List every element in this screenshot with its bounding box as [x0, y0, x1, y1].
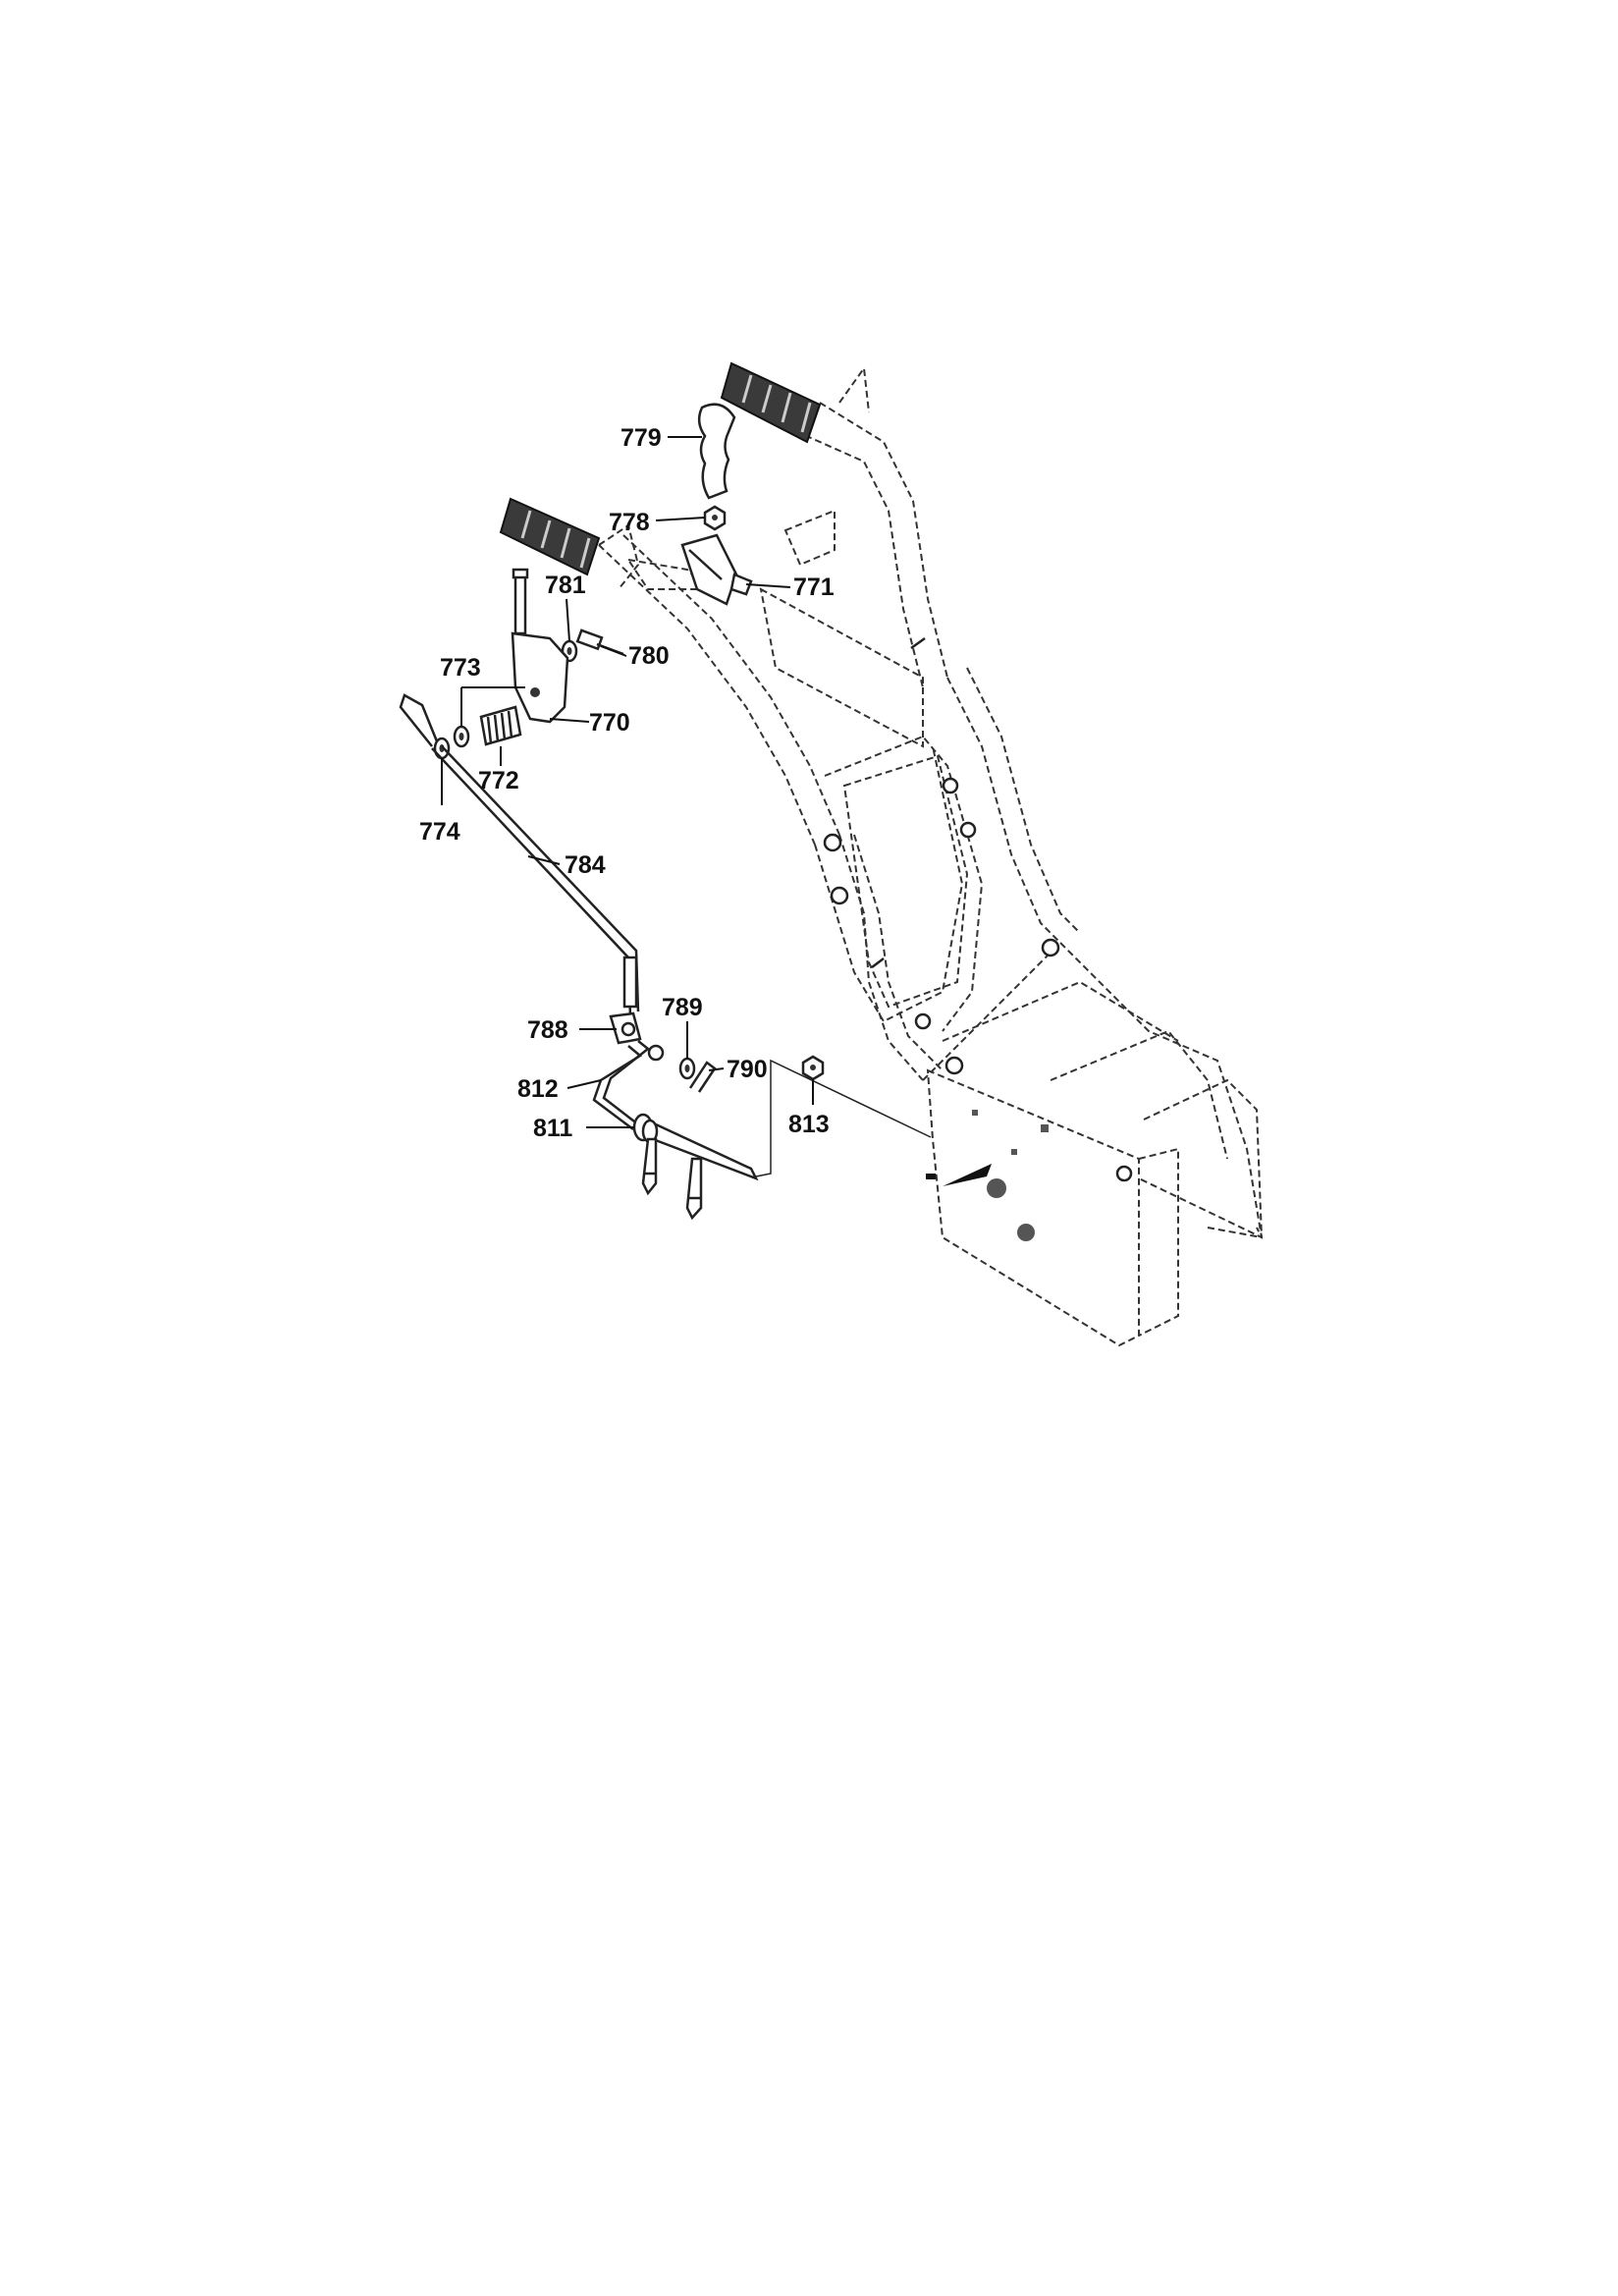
label-790: 790	[727, 1056, 768, 1083]
part-788-ferrule	[609, 1011, 642, 1045]
part-778-nut	[703, 505, 727, 531]
label-772: 772	[478, 767, 519, 794]
callout-labels: 779 778 771 781 780 773 770 772 774 784 …	[419, 424, 835, 1142]
part-784-shift-rod	[399, 693, 640, 1017]
right-handle-grip	[720, 361, 822, 444]
label-771: 771	[793, 574, 835, 601]
part-780-bolt	[575, 629, 624, 656]
part-774-washer	[433, 737, 451, 760]
part-772-spring	[479, 705, 522, 746]
part-770-shift-lever	[511, 568, 569, 724]
label-789: 789	[662, 994, 703, 1021]
part-812-shift-arm	[592, 1040, 665, 1130]
label-813: 813	[788, 1111, 830, 1138]
label-778: 778	[609, 509, 650, 536]
label-770: 770	[589, 709, 630, 737]
left-handle-grip	[499, 497, 601, 576]
label-773: 773	[440, 654, 481, 682]
callout-leaders	[441, 436, 814, 1128]
part-773-washer	[453, 725, 470, 748]
part-790-cotter-pin	[688, 1061, 717, 1093]
label-812: 812	[517, 1075, 559, 1103]
part-789-washer	[678, 1057, 696, 1080]
label-781: 781	[545, 572, 586, 599]
assembly-line-813	[755, 1059, 932, 1177]
label-788: 788	[527, 1016, 568, 1044]
label-784: 784	[565, 851, 606, 879]
part-771-bracket	[680, 533, 753, 606]
label-774: 774	[419, 818, 460, 846]
part-813-nut	[801, 1055, 825, 1081]
label-811: 811	[533, 1115, 572, 1142]
part-779-shift-knob	[697, 403, 736, 500]
label-779: 779	[620, 424, 662, 452]
shift-shaft-assembly	[641, 1122, 759, 1221]
label-780: 780	[628, 642, 670, 670]
